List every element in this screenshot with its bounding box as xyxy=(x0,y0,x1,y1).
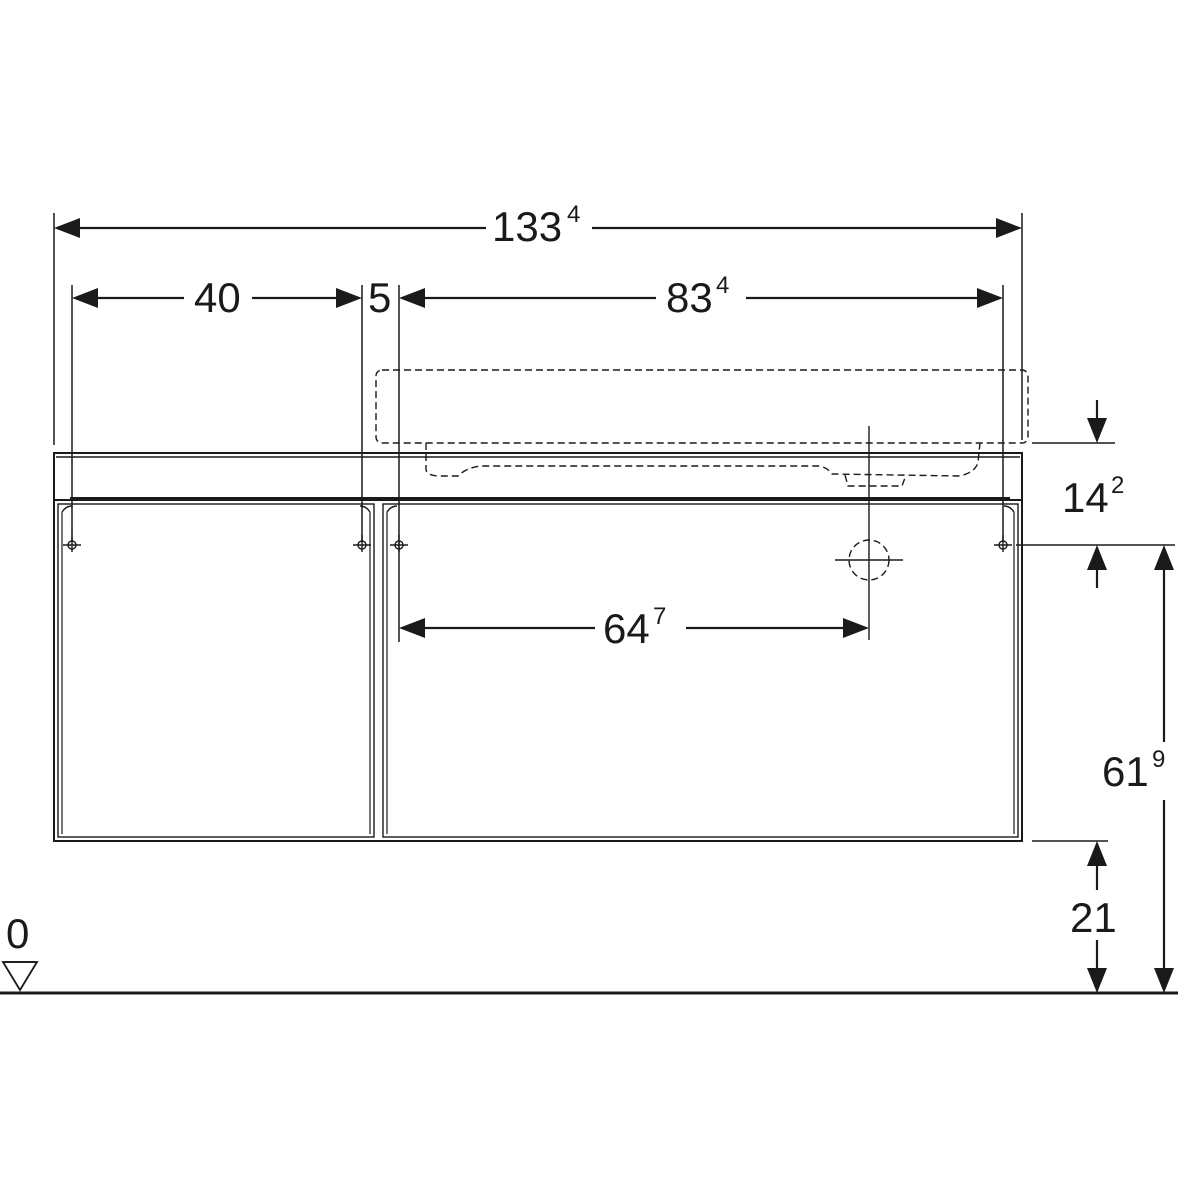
mounting-point-icon xyxy=(390,535,408,552)
dimension-right-width: 83 4 xyxy=(399,272,1004,542)
right-width-value: 83 xyxy=(666,274,713,321)
dimension-overall-width: 133 4 xyxy=(53,201,1023,445)
dimension-top-height: 14 2 xyxy=(1016,400,1175,588)
cabinet-body xyxy=(53,499,1023,842)
gap-value: 5 xyxy=(368,274,391,321)
dimension-floor-clearance: 21 xyxy=(1032,840,1117,993)
left-door xyxy=(57,503,375,838)
mounting-point-icon xyxy=(353,535,371,552)
dimension-gap: 5 xyxy=(368,274,400,642)
drain-offset-value: 64 xyxy=(603,605,650,652)
arrowhead-right xyxy=(996,218,1022,238)
top-height-sup: 2 xyxy=(1111,472,1124,499)
drain-crosshair xyxy=(835,426,903,640)
top-height-value: 14 xyxy=(1062,474,1109,521)
right-width-sup: 4 xyxy=(716,272,729,299)
mount-height-sup: 9 xyxy=(1152,746,1165,773)
right-door xyxy=(382,503,1019,838)
floor-clearance-value: 21 xyxy=(1070,894,1117,941)
dimension-left-width: 40 xyxy=(71,274,363,542)
overall-width-sup: 4 xyxy=(567,201,580,228)
mounting-points xyxy=(63,535,1012,552)
floor-level-value: 0 xyxy=(6,910,29,957)
dimension-drain-offset: 64 7 xyxy=(399,603,869,652)
arrowhead-left xyxy=(54,218,80,238)
mounting-point-icon xyxy=(63,535,81,552)
worktop xyxy=(53,452,1023,501)
drain-offset-sup: 7 xyxy=(653,603,666,630)
overall-width-value: 133 xyxy=(492,203,562,250)
dimension-mount-height: 61 9 xyxy=(1102,545,1174,993)
floor-level-marker: 0 xyxy=(1,910,39,992)
mounting-point-icon xyxy=(994,535,1012,552)
mount-height-value: 61 xyxy=(1102,748,1149,795)
left-width-value: 40 xyxy=(194,274,241,321)
washbasin-outline xyxy=(375,369,1029,487)
